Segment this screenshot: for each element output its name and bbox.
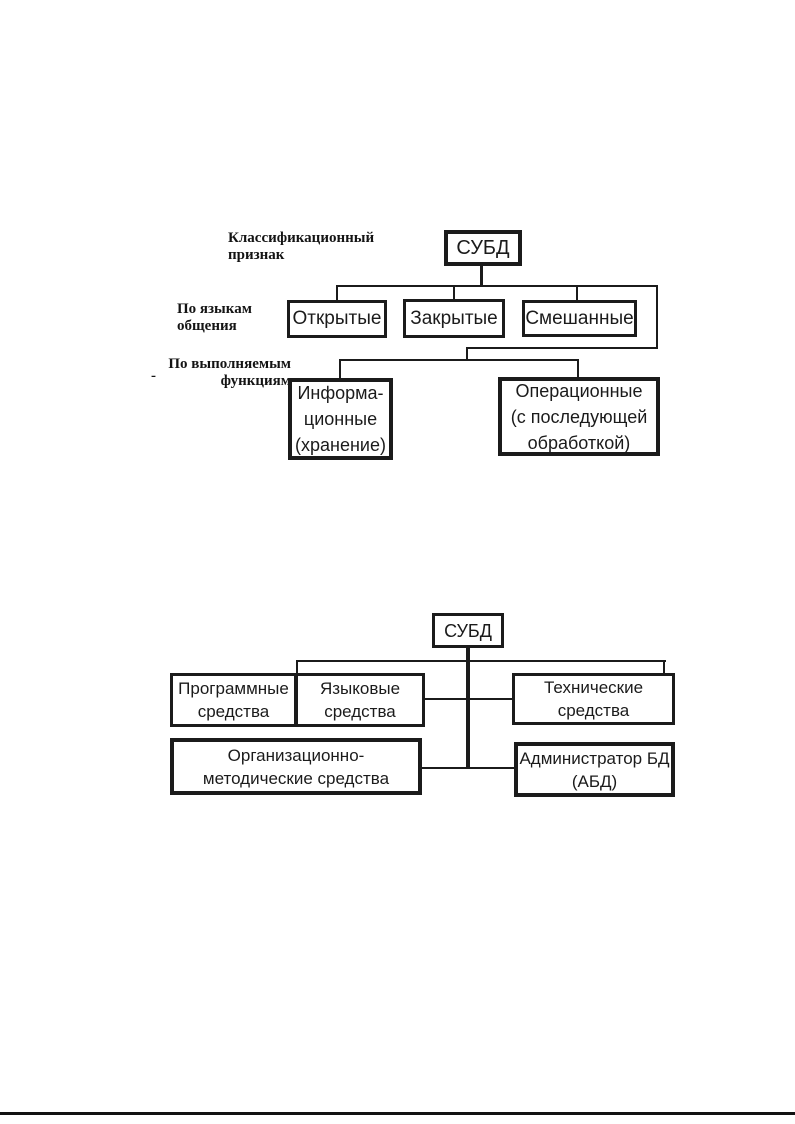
connector-central-trunk bbox=[466, 648, 470, 769]
node-open: Открытые bbox=[287, 300, 387, 338]
connector-drop-mixed bbox=[576, 285, 578, 301]
connector-step-horizontal bbox=[466, 347, 658, 349]
classification-heading-label: Классификационный признак bbox=[228, 230, 375, 263]
connector-drop-closed bbox=[453, 285, 455, 300]
node-organizational-tools-label: Организационно- методические средства bbox=[202, 745, 390, 788]
row-label-functions-stray-dash: - bbox=[151, 368, 156, 384]
node-technical-tools: Технические средства bbox=[512, 673, 675, 725]
connector-root-stem-1 bbox=[480, 266, 483, 286]
node-informational: Информа- ционные (хранение) bbox=[288, 378, 393, 460]
node-closed-label: Закрытые bbox=[410, 307, 498, 329]
node-operational-label: Операционные (с последующей обработкой) bbox=[510, 380, 648, 453]
node-db-administrator: Администратор БД (АБД) bbox=[514, 742, 675, 797]
node-mixed: Смешанные bbox=[522, 300, 637, 337]
connector-components-rail bbox=[296, 660, 666, 662]
connector-right-vertical bbox=[656, 285, 658, 349]
row-label-functions: По выполняемым функциям bbox=[168, 356, 291, 389]
node-language-tools-label: Языковые средства bbox=[319, 679, 401, 721]
node-informational-label: Информа- ционные (хранение) bbox=[295, 383, 386, 455]
connector-org-admin-link bbox=[421, 767, 516, 769]
node-dbms-root-2-label: СУБД bbox=[444, 620, 492, 641]
connector-level2-rail bbox=[339, 359, 579, 361]
node-dbms-root-1: СУБД bbox=[444, 230, 522, 266]
node-mixed-label: Смешанные bbox=[525, 307, 634, 329]
node-dbms-root-1-label: СУБД bbox=[456, 237, 510, 259]
node-db-administrator-label: Администратор БД (АБД) bbox=[519, 748, 670, 791]
node-organizational-tools: Организационно- методические средства bbox=[170, 738, 422, 795]
connector-drop-informational bbox=[339, 359, 341, 379]
node-open-label: Открытые bbox=[292, 308, 382, 329]
connector-step-vertical bbox=[466, 347, 468, 361]
node-closed: Закрытые bbox=[403, 299, 505, 338]
page-bottom-rule bbox=[0, 1112, 795, 1115]
connector-rail-left-drop bbox=[296, 660, 298, 674]
connector-drop-operational bbox=[577, 359, 579, 378]
connector-rail-right-drop bbox=[663, 660, 665, 674]
node-software-tools-label: Программные средства bbox=[178, 679, 289, 721]
node-language-tools: Языковые средства bbox=[295, 673, 425, 727]
connector-language-technical-link bbox=[424, 698, 513, 700]
node-technical-tools-label: Технические средства bbox=[543, 678, 644, 720]
row-label-languages: По языкам общения bbox=[177, 301, 252, 334]
node-operational: Операционные (с последующей обработкой) bbox=[498, 377, 660, 456]
connector-drop-open bbox=[336, 285, 338, 301]
node-software-tools: Программные средства bbox=[170, 673, 297, 727]
node-dbms-root-2: СУБД bbox=[432, 613, 504, 648]
connector-level1-rail bbox=[336, 285, 658, 287]
